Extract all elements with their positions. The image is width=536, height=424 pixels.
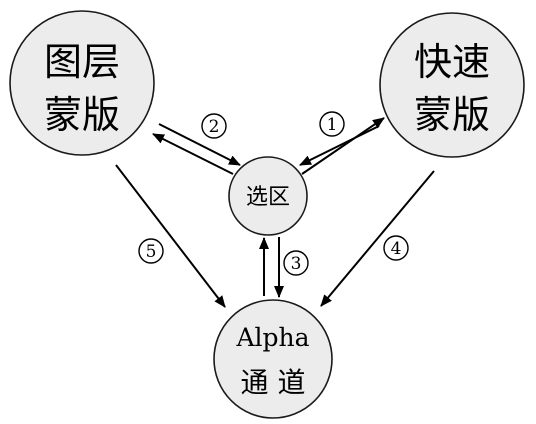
node-layer-mask-line2: 蒙版 xyxy=(44,93,120,137)
node-quick-mask: 快速 蒙版 xyxy=(379,12,525,158)
node-alpha-channel-line1: Alpha xyxy=(235,323,309,352)
arrow-layer-to-selection xyxy=(158,123,241,166)
node-selection-circle xyxy=(228,156,308,236)
arrow-selection-to-quick xyxy=(301,117,385,175)
node-selection: 选区 xyxy=(228,156,308,236)
node-alpha-channel-line2: 通 道 xyxy=(241,366,306,399)
edge-badge-circle-4 xyxy=(383,235,409,261)
edge-badge-circle-5 xyxy=(138,238,164,264)
node-layer-mask-circle xyxy=(9,10,155,156)
edge-quick-mask-selection: 1 xyxy=(299,111,385,175)
edge-badge-2: 2 xyxy=(209,117,220,137)
edge-badge-circle-1 xyxy=(319,111,345,137)
node-quick-mask-circle xyxy=(379,12,525,158)
edge-badge-circle-3 xyxy=(283,250,309,276)
edge-layer-mask-selection: 2 xyxy=(152,113,241,175)
edge-badge-4: 4 xyxy=(391,239,402,259)
edge-badge-3: 3 xyxy=(291,254,302,274)
node-quick-mask-line2: 蒙版 xyxy=(414,93,490,137)
node-quick-mask-line1: 快速 xyxy=(414,40,490,84)
node-selection-label: 选区 xyxy=(246,185,290,210)
node-alpha-channel: Alpha 通 道 xyxy=(213,299,333,419)
arrow-quick-to-selection xyxy=(299,125,380,166)
arrow-selection-to-layer xyxy=(152,133,234,175)
edge-badge-5: 5 xyxy=(146,242,157,262)
edge-layer-mask-alpha: 5 xyxy=(115,164,226,308)
node-layer-mask: 图层 蒙版 xyxy=(9,10,155,156)
edge-quick-mask-alpha: 4 xyxy=(320,170,435,307)
edge-badge-circle-2 xyxy=(201,113,227,139)
edge-badge-1: 1 xyxy=(327,115,338,135)
node-alpha-channel-circle xyxy=(213,299,333,419)
edge-selection-alpha: 3 xyxy=(259,237,309,298)
arrow-quick-to-alpha xyxy=(320,170,435,307)
node-layer-mask-line1: 图层 xyxy=(44,40,120,84)
arrow-layer-to-alpha xyxy=(115,164,226,308)
